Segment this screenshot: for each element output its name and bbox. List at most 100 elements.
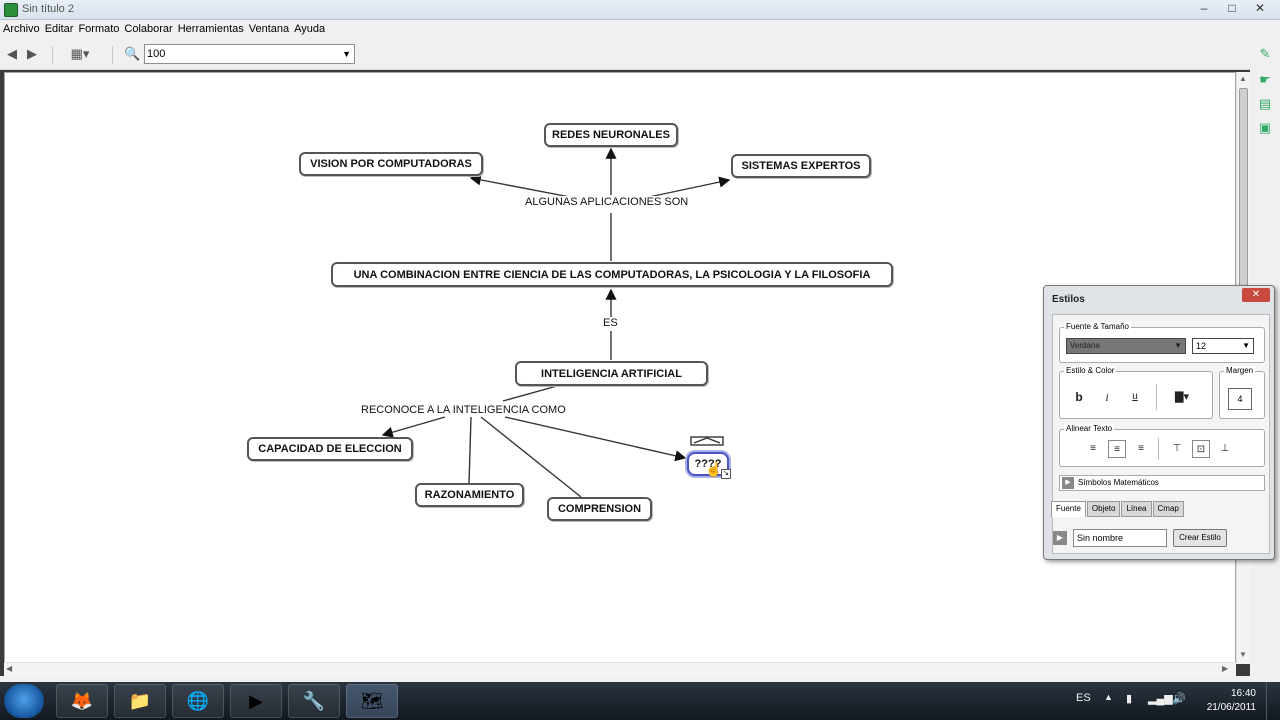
- tab-fuente[interactable]: Fuente: [1051, 501, 1086, 517]
- font-size-select[interactable]: 12 ▼: [1192, 338, 1254, 354]
- concept-capacidad-eleccion[interactable]: CAPACIDAD DE ELECCION: [247, 437, 413, 461]
- font-family-select[interactable]: Verdana ▼: [1066, 338, 1186, 354]
- start-button[interactable]: [4, 684, 44, 718]
- chevron-down-icon: ▼: [1174, 341, 1182, 350]
- style-name-input[interactable]: Sin nombre: [1073, 529, 1167, 547]
- link-es[interactable]: ES: [601, 317, 620, 329]
- underline-button[interactable]: u: [1132, 391, 1138, 402]
- align-left-icon[interactable]: ≡: [1090, 443, 1096, 454]
- back-arrow-icon[interactable]: ◀: [7, 46, 17, 61]
- menu-ventana[interactable]: Ventana: [248, 23, 290, 35]
- math-symbols-bar[interactable]: ▶ Símbolos Matemáticos: [1059, 475, 1265, 491]
- network-app-icon[interactable]: 🌐: [172, 684, 224, 718]
- concept-inteligencia-artificial[interactable]: INTELIGENCIA ARTIFICIAL: [515, 361, 708, 386]
- file-explorer-icon[interactable]: 📁: [114, 684, 166, 718]
- clock[interactable]: 16:40 21/06/2011: [1200, 687, 1256, 715]
- volume-icon[interactable]: 🔊: [1172, 693, 1186, 705]
- menu-archivo[interactable]: Archivo: [3, 23, 40, 35]
- show-hidden-icons-icon[interactable]: ▲: [1104, 692, 1113, 702]
- connection-lines: [381, 147, 731, 498]
- link-handle[interactable]: [690, 436, 724, 446]
- menu-editar[interactable]: Editar: [44, 23, 74, 35]
- concept-combinacion[interactable]: UNA COMBINACION ENTRE CIENCIA DE LAS COM…: [331, 262, 893, 287]
- concept-comprension[interactable]: COMPRENSION: [547, 497, 652, 521]
- clock-time: 16:40: [1230, 688, 1256, 699]
- link-reconoce[interactable]: RECONOCE A LA INTELIGENCIA COMO: [359, 404, 568, 416]
- scroll-right-icon[interactable]: ▶: [1222, 664, 1229, 673]
- toolbar: ◀ ▶ ▦▾ 🔍 100 ▼: [0, 38, 1280, 70]
- text-color-icon[interactable]: ▇▾: [1175, 391, 1189, 403]
- cmap-tools-icon[interactable]: 🗺: [346, 684, 398, 718]
- font-size-group-label: Fuente & Tamaño: [1064, 322, 1132, 331]
- group-divider: [1158, 438, 1159, 460]
- styles-panel-title: Estilos: [1052, 294, 1085, 305]
- horizontal-scrollbar[interactable]: ◀ ▶: [4, 662, 1236, 676]
- signal-icon[interactable]: ▂▄▆: [1148, 693, 1173, 705]
- connector-line: [480, 416, 582, 498]
- tab-linea[interactable]: Línea: [1121, 501, 1152, 517]
- language-indicator[interactable]: ES: [1076, 692, 1091, 704]
- media-player-icon[interactable]: ▶: [230, 684, 282, 718]
- tab-objeto[interactable]: Objeto: [1086, 501, 1121, 517]
- tool-app-icon[interactable]: 🔧: [288, 684, 340, 718]
- font-size-value: 12: [1196, 341, 1207, 351]
- image-icon[interactable]: ▣: [1258, 120, 1272, 135]
- view-options-icon[interactable]: ▦▾: [70, 46, 90, 61]
- play-icon[interactable]: ▶: [1053, 531, 1067, 545]
- bold-button[interactable]: b: [1075, 390, 1083, 404]
- vertical-scroll-thumb[interactable]: [1239, 88, 1248, 288]
- close-icon[interactable]: ✕: [1242, 288, 1270, 302]
- menu-colaborar[interactable]: Colaborar: [124, 23, 173, 35]
- resize-handle-icon[interactable]: ↘: [721, 469, 731, 479]
- firefox-icon[interactable]: 🦊: [56, 684, 108, 718]
- connector-line: [468, 416, 472, 485]
- concept-sistemas-expertos[interactable]: SISTEMAS EXPERTOS: [731, 154, 871, 178]
- concept-redes-neuronales[interactable]: REDES NEURONALES: [544, 123, 678, 147]
- tab-cmap[interactable]: Cmap: [1152, 501, 1184, 517]
- menu-herramientas[interactable]: Herramientas: [177, 23, 244, 35]
- maximize-button[interactable]: □: [1228, 1, 1236, 15]
- clock-date: 21/06/2011: [1206, 702, 1256, 713]
- forward-arrow-icon[interactable]: ▶: [27, 46, 37, 61]
- scroll-left-icon[interactable]: ◀: [6, 664, 13, 673]
- margin-input[interactable]: 4: [1228, 388, 1252, 410]
- zoom-value: 100: [147, 48, 166, 60]
- concept-vision-computadoras[interactable]: VISION POR COMPUTADORAS: [299, 152, 483, 176]
- battery-icon[interactable]: ▮: [1126, 693, 1133, 705]
- minimize-button[interactable]: –: [1200, 1, 1208, 15]
- align-center-icon[interactable]: ≡: [1108, 440, 1126, 458]
- zoom-select[interactable]: 100 ▼: [144, 44, 355, 64]
- align-text-group: Alinear Texto ≡ ≡ ≡ ⊤ ⊡ ⊥: [1059, 424, 1265, 467]
- show-desktop-button[interactable]: [1266, 682, 1280, 720]
- align-right-icon[interactable]: ≡: [1138, 443, 1144, 454]
- valign-middle-icon[interactable]: ⊡: [1192, 440, 1210, 458]
- taskbar: 🦊 📁 🌐 ▶ 🔧 🗺 ES ▲ ▮ ▂▄▆ 🔊 16:40 21/06/201…: [0, 682, 1280, 720]
- title-bar: Sin título 2 – □ ✕: [0, 0, 1280, 20]
- styles-icon[interactable]: ✎: [1259, 46, 1271, 61]
- scroll-up-icon[interactable]: ▲: [1239, 74, 1247, 83]
- notes-icon[interactable]: ▤: [1258, 96, 1272, 111]
- concept-razonamiento[interactable]: RAZONAMIENTO: [415, 483, 524, 507]
- italic-button[interactable]: i: [1105, 390, 1109, 404]
- menu-ayuda[interactable]: Ayuda: [294, 23, 326, 35]
- menu-bar: Archivo Editar Formato Colaborar Herrami…: [0, 20, 1280, 38]
- scroll-down-icon[interactable]: ▼: [1239, 650, 1247, 659]
- concept-new-selected[interactable]: ????: [687, 452, 729, 476]
- create-style-button[interactable]: Crear Estilo: [1173, 529, 1227, 547]
- concept-map-canvas[interactable]: REDES NEURONALES VISION POR COMPUTADORAS…: [4, 72, 1236, 664]
- toolbar-separator: [112, 46, 113, 64]
- expand-arrow-icon[interactable]: ▶: [1062, 477, 1074, 489]
- margin-group-label: Margen: [1224, 366, 1256, 375]
- styles-panel: Estilos ✕ Fuente & Tamaño Verdana ▼ 12 ▼…: [1043, 285, 1275, 560]
- link-algunas-aplicaciones[interactable]: ALGUNAS APLICACIONES SON: [523, 196, 691, 208]
- status-strip: [0, 676, 1280, 682]
- valign-top-icon[interactable]: ⊤: [1172, 443, 1182, 454]
- hand-icon[interactable]: ☛: [1259, 72, 1271, 87]
- menu-formato[interactable]: Formato: [78, 23, 120, 35]
- valign-bottom-icon[interactable]: ⊥: [1220, 443, 1230, 454]
- align-text-group-label: Alinear Texto: [1064, 424, 1115, 433]
- toolbar-separator: [52, 46, 53, 64]
- cmap-app-icon: [4, 3, 18, 17]
- styles-panel-body: Fuente & Tamaño Verdana ▼ 12 ▼ Estilo & …: [1051, 314, 1270, 554]
- close-button[interactable]: ✕: [1254, 1, 1266, 15]
